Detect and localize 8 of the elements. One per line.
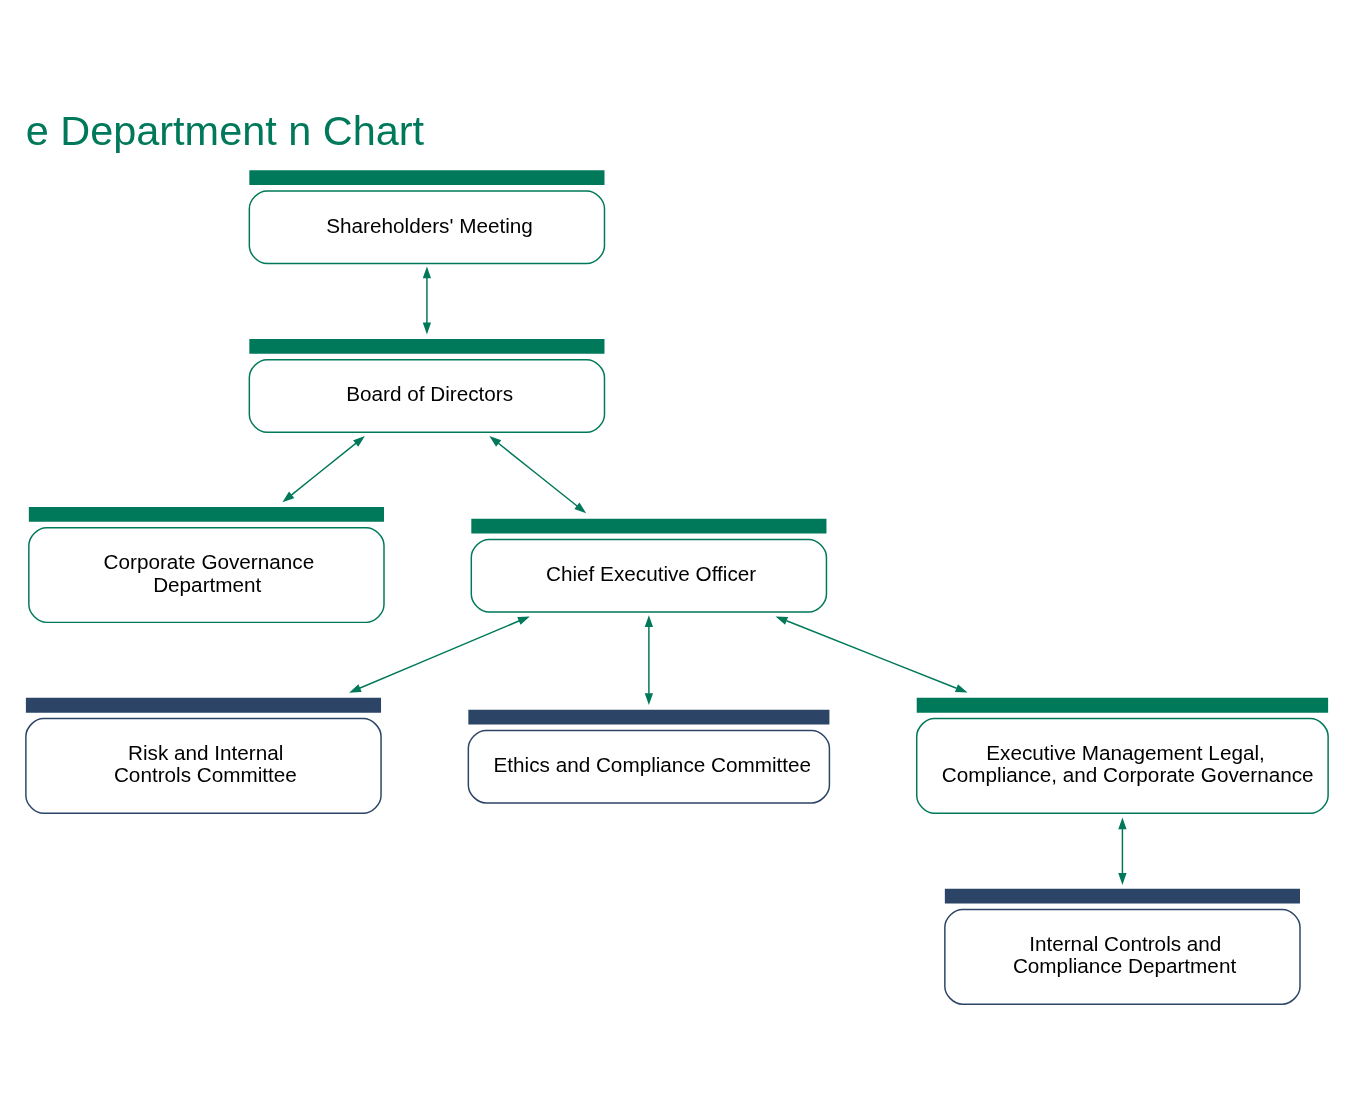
diagram-title: e Department n Chart: [25, 106, 425, 154]
arrow: [422, 266, 432, 334]
arrow: [282, 435, 365, 502]
arrow: [349, 615, 530, 693]
arrow: [775, 615, 968, 693]
arrow: [644, 614, 654, 705]
arrow: [1118, 816, 1127, 885]
arrow: [489, 435, 587, 513]
